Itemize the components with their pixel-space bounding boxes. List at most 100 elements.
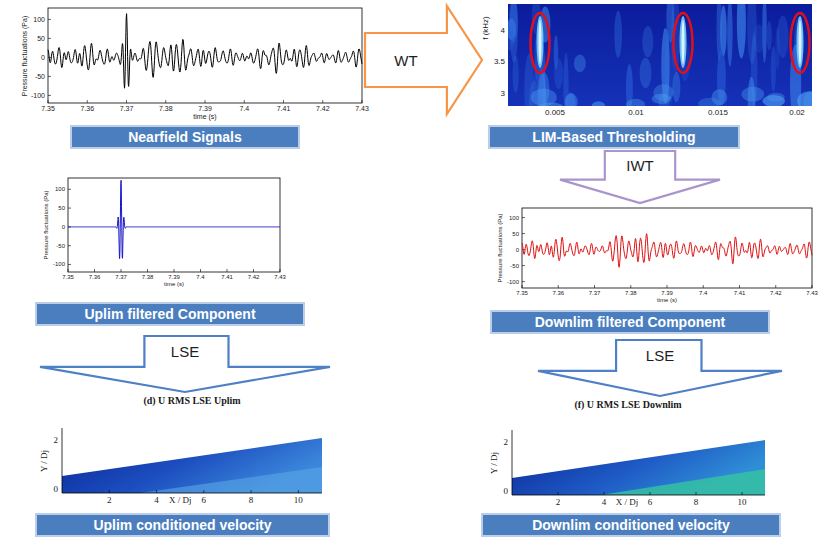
tick-mark [522, 281, 525, 282]
tick-label: 2 [107, 496, 112, 505]
tick-mark [68, 264, 71, 265]
banner-text: LIM-Based Thresholding [532, 129, 695, 145]
tick-label: 0.02 [789, 109, 805, 117]
tick-mark [68, 208, 71, 209]
spectral-streak [753, 24, 765, 52]
tick-label: 0 [62, 224, 65, 230]
tick-label: 7.38 [159, 105, 173, 112]
tick-label: 7.42 [248, 274, 260, 280]
tick-mark [48, 95, 51, 96]
spectral-blob [797, 91, 812, 106]
tick-label: 7.38 [142, 274, 154, 280]
tick-label: 7.37 [120, 105, 134, 112]
highlight-ellipse [531, 13, 550, 73]
tick-mark [522, 233, 525, 234]
tick-label: 0 [504, 487, 509, 496]
tick-label: -50 [35, 73, 45, 80]
tick-mark [362, 100, 363, 103]
spectral-blob [712, 89, 728, 105]
tick-label: 7.39 [661, 290, 673, 296]
tick-mark [68, 189, 71, 190]
tick-mark [298, 490, 299, 493]
tick-label: 2 [504, 438, 509, 447]
tick-mark [703, 285, 704, 288]
tick-label: 10 [738, 498, 747, 507]
tick-label: 0 [516, 247, 519, 253]
tick-label: 50 [512, 231, 519, 237]
tick-label: 7.36 [89, 274, 101, 280]
spectral-streak [775, 28, 779, 71]
label-banner: Uplim conditioned velocity [35, 513, 330, 537]
spectral-blob [591, 101, 605, 106]
tick-mark [109, 490, 110, 493]
tick-label: 7.37 [115, 274, 127, 280]
tick-label: 100 [33, 16, 45, 23]
block-arrow: LSE [40, 336, 330, 392]
plot-title: (f) U RMS LSE Downlim [574, 400, 681, 410]
axis-label: Y / Dj [40, 449, 49, 471]
tick-mark [594, 285, 595, 288]
tick-label: 0 [41, 54, 45, 61]
tick-label: 0.01 [628, 109, 644, 117]
spectral-streak [727, 4, 732, 67]
tick-label: 7.36 [80, 105, 94, 112]
spectral-blob [763, 95, 785, 106]
spectral-peak [797, 16, 804, 68]
block-arrow: WT [365, 6, 482, 114]
plot-title: (d) U RMS LSE Uplim [143, 396, 240, 406]
label-banner: Uplim filtered Component [35, 302, 305, 326]
spectral-peak-core [539, 20, 542, 64]
tick-label: 10 [294, 496, 303, 505]
arrow-shape [560, 151, 720, 203]
tick-label: 6 [648, 498, 653, 507]
axis-label: time (s) [193, 113, 216, 120]
tick-mark [558, 492, 559, 495]
tick-mark [775, 285, 776, 288]
label-banner: LIM-Based Thresholding [488, 125, 740, 149]
tick-mark [739, 285, 740, 288]
tick-label: 7.43 [806, 290, 818, 296]
tick-label: 7.41 [734, 290, 746, 296]
banner-text: Uplim filtered Component [84, 306, 255, 322]
tick-mark [200, 269, 201, 272]
spectral-streak [737, 4, 746, 59]
tick-mark [87, 100, 88, 103]
banner-text: Uplim conditioned velocity [93, 517, 271, 533]
arrow-shape [365, 6, 482, 114]
tick-label: -50 [56, 243, 65, 249]
tick-mark [283, 100, 284, 103]
spectral-peak [680, 16, 687, 68]
tick-label: 3 [501, 90, 505, 98]
axis-line [512, 495, 765, 496]
tick-label: 7.36 [552, 290, 564, 296]
tick-mark [68, 245, 71, 246]
banner-text: Downlim conditioned velocity [532, 517, 730, 533]
tick-label: 0.005 [545, 109, 565, 117]
tick-mark [48, 19, 51, 20]
tick-mark [94, 269, 95, 272]
axis-label: time (s) [164, 281, 184, 287]
tick-label: 7.42 [316, 105, 330, 112]
tick-mark [48, 38, 51, 39]
tick-mark [165, 100, 166, 103]
spectral-streak [672, 72, 680, 103]
tick-label: 100 [509, 215, 519, 221]
spectral-peak [537, 16, 544, 68]
tick-label: 7.39 [168, 274, 180, 280]
axis-line [62, 493, 322, 494]
tick-label: 6 [202, 496, 207, 505]
axis-label: f (kHz) [482, 16, 490, 40]
tick-label: -100 [507, 279, 519, 285]
tick-mark [630, 285, 631, 288]
block-arrow: LSE [538, 340, 782, 396]
tick-label: 4 [154, 496, 159, 505]
tick-label: 7.43 [274, 274, 286, 280]
tick-mark [147, 269, 148, 272]
axis-label: Pressure fluctuations (Pa) [43, 190, 49, 259]
label-banner: Downlim filtered Component [490, 310, 770, 334]
tick-label: 4 [602, 498, 607, 507]
velocity-highlight [601, 469, 765, 495]
spectral-streak [614, 11, 622, 58]
tick-label: 7.35 [62, 274, 74, 280]
tick-label: 7.41 [277, 105, 291, 112]
